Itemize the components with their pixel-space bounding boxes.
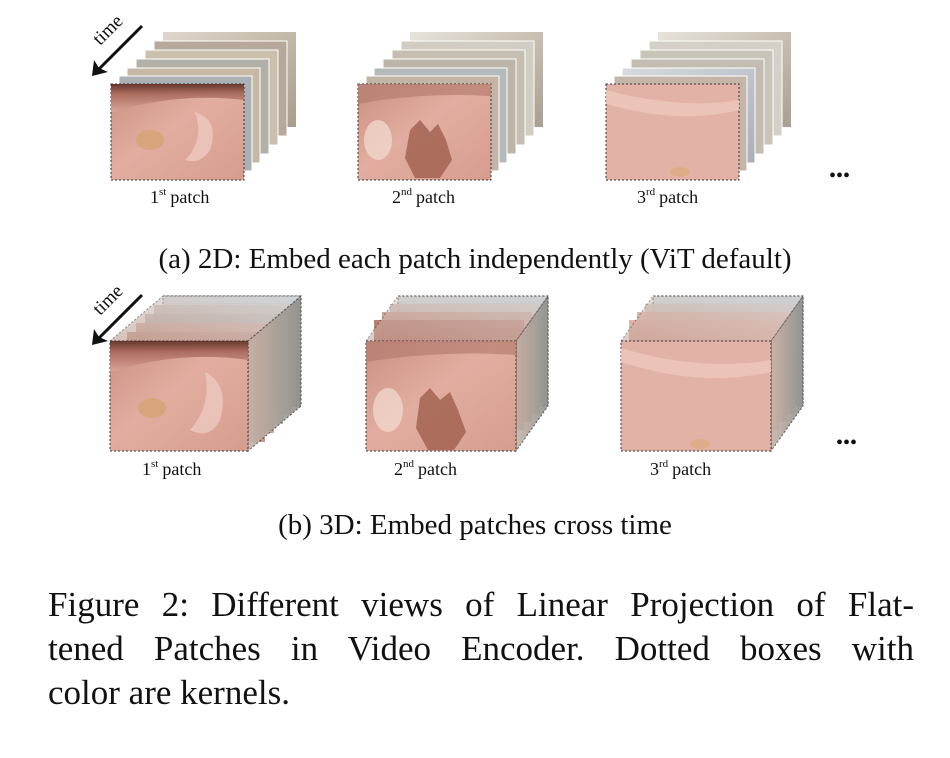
patch-texture	[606, 90, 739, 117]
patch-texture	[373, 388, 403, 432]
time-arrow-a: time	[89, 11, 144, 76]
patch-texture	[358, 84, 491, 104]
kernel-cube-3	[620, 294, 804, 453]
patch-texture	[621, 348, 771, 379]
frame-stack-2	[357, 32, 543, 181]
patch-texture	[364, 120, 392, 160]
frame-stack-1	[110, 32, 296, 181]
time-arrow-line	[94, 24, 144, 74]
panel-b: time	[89, 281, 857, 541]
figure-caption-line-3: color are kernels.	[48, 673, 290, 712]
patch-texture	[185, 112, 213, 162]
figure-caption-line-2: tened Patches in Video Encoder. Dotted b…	[48, 629, 914, 668]
time-arrow-head-icon	[92, 329, 108, 345]
top-face	[620, 295, 804, 342]
figure-caption-line-1: Figure 2: Different views of Linear Proj…	[48, 585, 914, 624]
kernel-cube-1	[108, 294, 303, 453]
top-face	[365, 295, 549, 342]
patch-texture	[111, 84, 244, 112]
patch-texture	[190, 372, 223, 434]
frame-stack-3	[605, 32, 791, 181]
panel-b-caption: (b) 3D: Embed patches cross time	[278, 509, 672, 541]
time-arrow-head-icon	[92, 60, 108, 76]
ellipsis: •••	[836, 432, 857, 454]
kernel-cube-2	[365, 294, 549, 453]
time-label: time	[89, 11, 128, 50]
patch-texture	[136, 130, 164, 150]
patch-texture	[690, 439, 710, 449]
patch-texture	[366, 341, 516, 362]
patch-texture	[138, 398, 166, 418]
patch-texture	[670, 167, 690, 177]
panel-a: time	[89, 11, 850, 275]
time-arrow-line	[94, 293, 144, 343]
panel-a-caption: (a) 2D: Embed each patch independently (…	[158, 243, 791, 275]
patch-texture	[110, 341, 248, 372]
ellipsis: •••	[829, 165, 850, 187]
patch-texture	[416, 388, 466, 450]
top-face	[108, 295, 303, 342]
patch-texture	[405, 120, 452, 178]
figure-caption: Figure 2: Different views of Linear Proj…	[48, 583, 914, 715]
